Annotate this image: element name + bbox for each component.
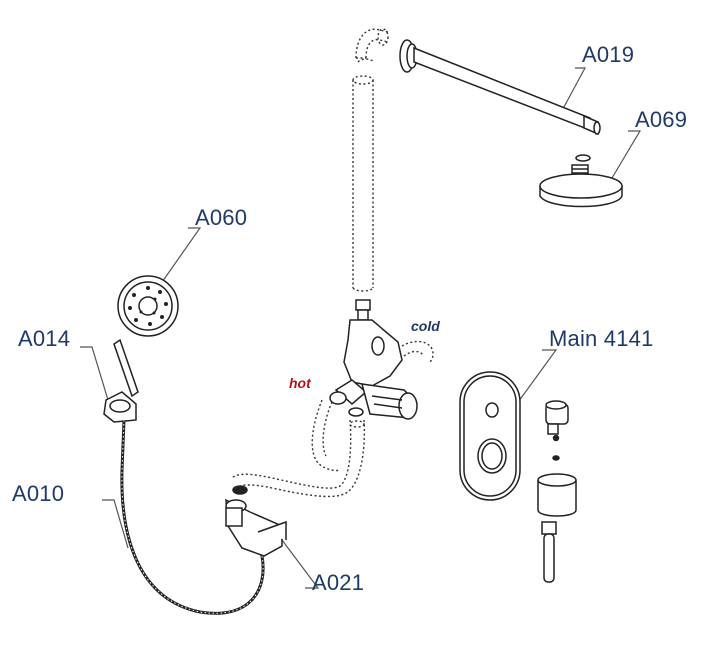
hose-texture: [121, 419, 264, 614]
hidden-riser-pipe: [352, 28, 389, 292]
wall-outlet-elbow: [225, 485, 287, 557]
label-a060: A060: [195, 205, 248, 230]
shower-arm: [399, 39, 601, 136]
leader-a019: [557, 67, 587, 119]
wall-holder: [103, 391, 137, 423]
leader-a014: [80, 346, 109, 401]
leader-a010: [102, 499, 129, 549]
hidden-outlet-pipe: [231, 399, 366, 498]
leader-lines: [80, 67, 642, 589]
rain-shower-head: [539, 154, 623, 208]
label-a014: A014: [18, 326, 71, 351]
hidden-cold-pipe: [401, 340, 434, 363]
diverter-knob: [545, 400, 569, 461]
handle-spindle: [541, 521, 557, 583]
concealed-valve-body: [329, 299, 418, 420]
label-a069: A069: [635, 107, 688, 132]
label-hot: hot: [289, 375, 311, 391]
handle-cap: [537, 473, 577, 517]
label-a021: A021: [312, 570, 365, 595]
hand-shower: [113, 275, 179, 398]
leader-a021: [281, 539, 320, 589]
leader-a069: [611, 130, 642, 179]
label-cold: cold: [411, 318, 440, 334]
label-a019: A019: [582, 42, 635, 67]
trim-plate: [459, 371, 521, 501]
leader-main: [515, 349, 558, 406]
label-main-4141: Main 4141: [549, 326, 654, 351]
label-a010: A010: [12, 481, 65, 506]
leader-a060: [159, 227, 202, 286]
